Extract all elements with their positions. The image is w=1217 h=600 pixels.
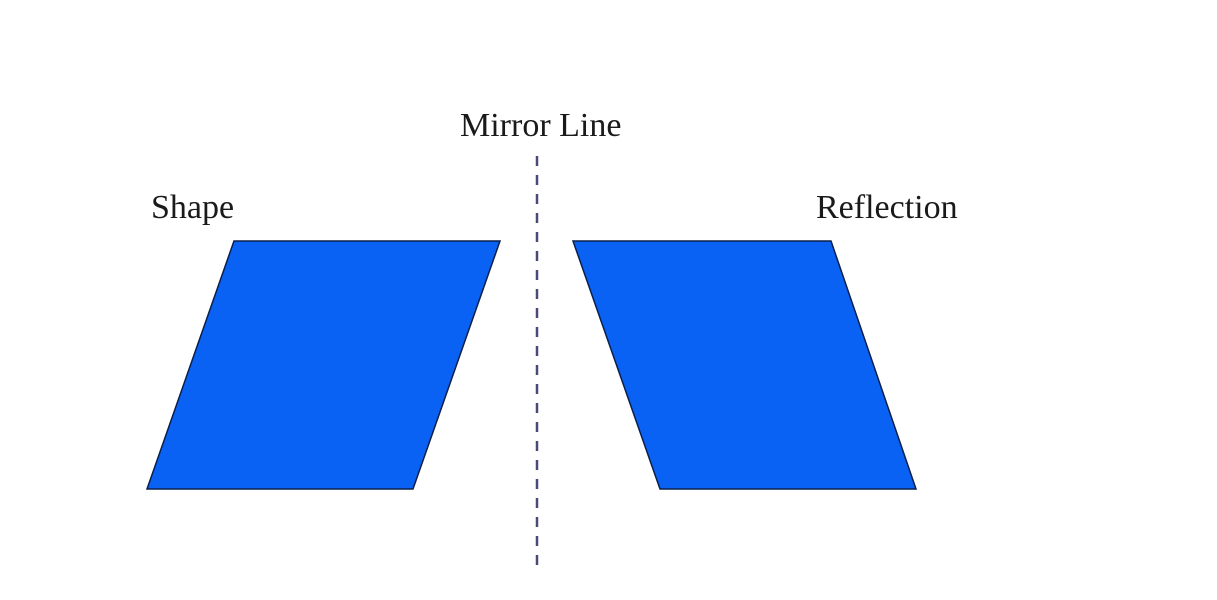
shape-label: Shape [151, 189, 235, 226]
reflection-label: Reflection [816, 189, 958, 226]
mirror-line-label: Mirror Line [460, 107, 622, 144]
reflected-shape [571, 240, 918, 490]
original-shape [145, 240, 502, 490]
